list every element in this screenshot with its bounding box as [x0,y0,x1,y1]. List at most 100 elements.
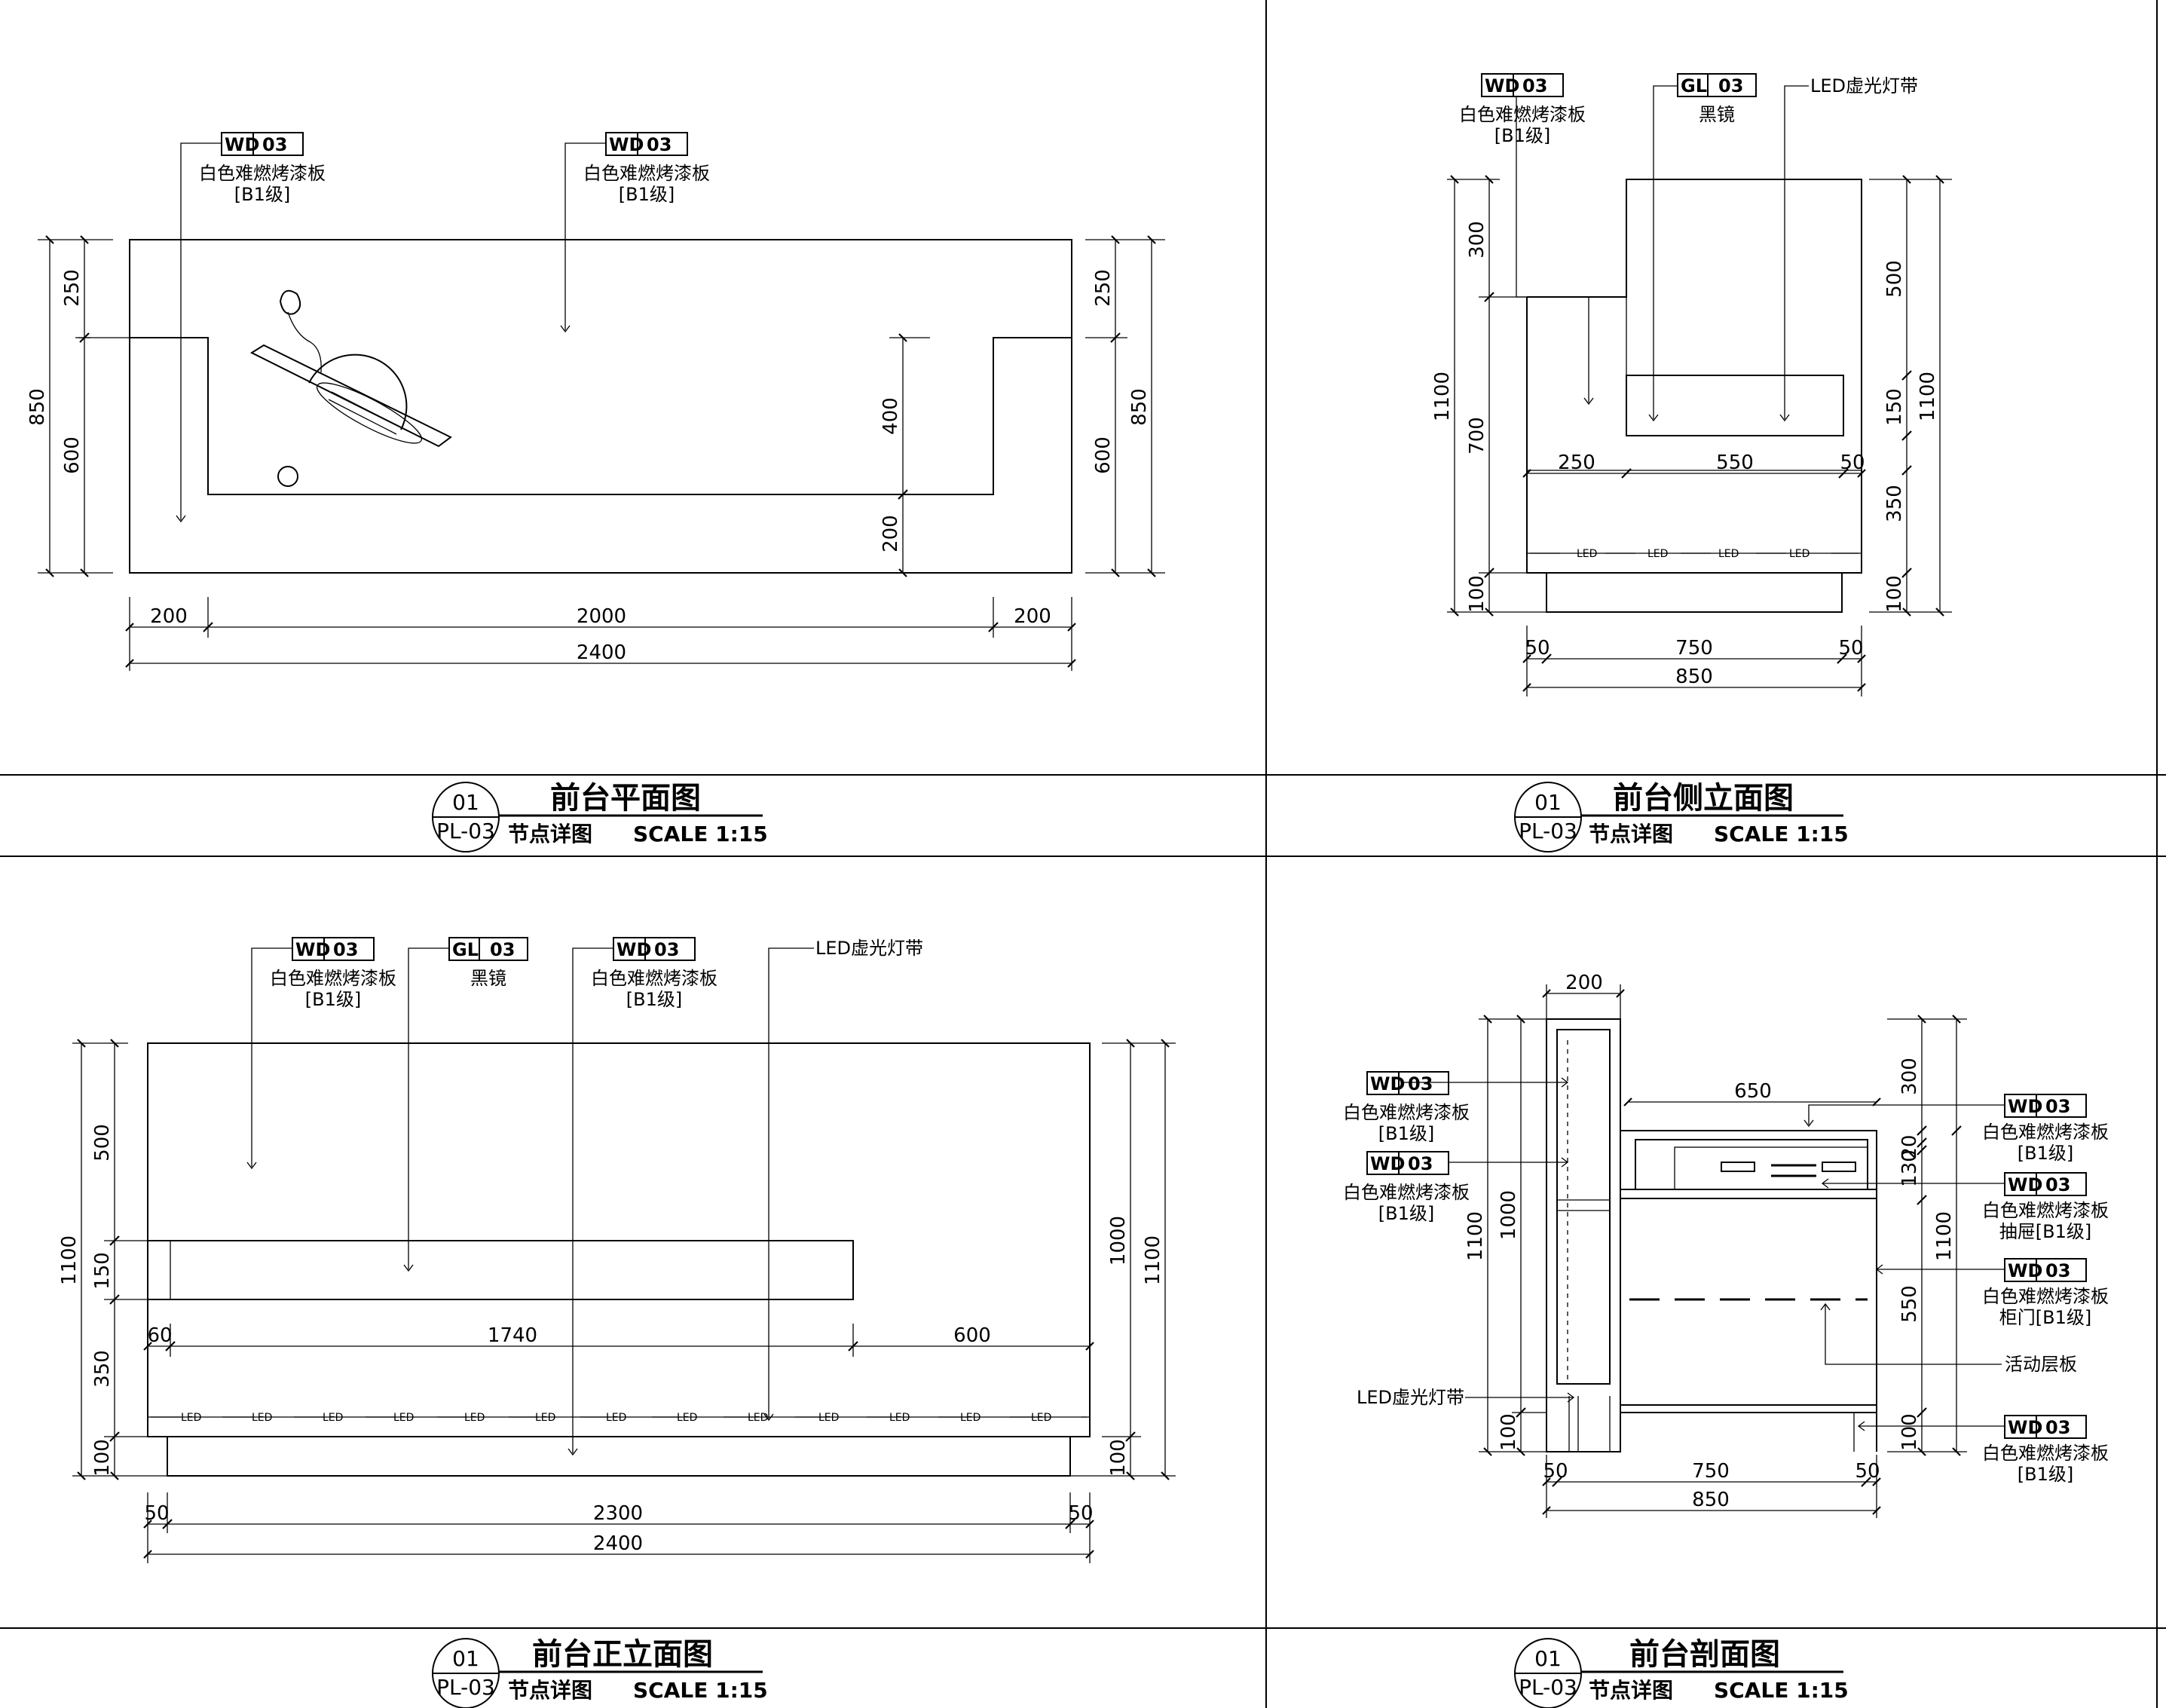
front-tag-2: GL 03 黑镜 [403,937,528,1272]
sheet-ref: PL-03 [436,819,495,843]
section-left-tag-2: WD 03 白色难燃烤漆板 [B1级] [1343,1151,1569,1224]
dim-1100: 1100 [1933,1211,1956,1261]
view-title: 前台剖面图 [1629,1637,1780,1672]
led-strip-label: LED虚光灯带 [1810,75,1918,96]
tag-number: 03 [333,939,358,960]
tag-material: 黑镜 [1699,104,1735,125]
dim-200: 200 [1014,605,1051,628]
tag-number: 03 [262,134,287,155]
dim-1100: 1100 [1917,372,1939,421]
side-led-callout: LED虚光灯带 [1779,75,1918,422]
dim-850: 850 [26,388,49,426]
tag-grade: [B1级] [619,184,675,205]
view-subtitle: 节点详图 [1589,1678,1673,1703]
dim-1740: 1740 [488,1324,537,1347]
section-led-callout: LED虚光灯带 [1357,1387,1575,1408]
dim-2400: 2400 [593,1532,643,1555]
dim-1000: 1000 [1498,1190,1520,1240]
tag-code: WD [1370,1073,1405,1094]
dim-50: 50 [1838,637,1863,660]
view-subtitle: 节点详图 [1589,822,1673,846]
dim-600: 600 [61,436,84,474]
dim-50: 50 [1840,451,1865,474]
view-scale: SCALE 1:15 [1714,1678,1849,1703]
tag-code: WD [225,134,259,155]
tag-material: 白色难燃烤漆板 [1982,1122,2109,1143]
led-label: LED [1647,548,1668,560]
sheet-ref: PL-03 [1519,819,1577,843]
dim-100: 100 [1883,575,1906,613]
dim-750: 750 [1692,1460,1730,1483]
view-scale: SCALE 1:15 [633,822,768,846]
tag-code: WD [2008,1417,2042,1438]
side-led-row: LED LED LED LED [1530,548,1859,560]
side-outline [1526,179,1862,613]
tag-grade: [B1级] [234,184,290,205]
dim-50: 50 [1525,637,1550,660]
led-label: LED [1577,548,1597,560]
plan-dimensions: 850 250 600 250 600 850 400 200 [26,235,1165,671]
view-number: 01 [1534,1646,1562,1671]
tag-number: 03 [2045,1260,2070,1281]
tag-grade: [B1级] [1494,125,1550,146]
tag-code: WD [2008,1174,2042,1195]
dim-600: 600 [1092,436,1115,474]
dim-2400: 2400 [577,641,626,664]
front-led-row: LED LED LED LED LED LED LED LED LED LED … [151,1412,1087,1424]
tag-grade: [B1级] [2018,1143,2073,1164]
plan-title-block: 01 PL-03 前台平面图 节点详图 SCALE 1:15 [432,781,768,852]
dim-50: 50 [1855,1460,1880,1483]
led-label: LED [1031,1412,1051,1424]
dim-150: 150 [91,1252,114,1290]
front-outline [147,1042,1091,1477]
section-view: WD 03 白色难燃烤漆板 [B1级] WD 03 白色难燃烤漆板 [B1级] … [1343,972,2109,1708]
side-tag-2: GL 03 黑镜 [1648,73,1757,422]
dim-130: 130 [1898,1149,1921,1187]
side-dimensions: 1100 300 700 100 500 150 350 100 1100 25… [1431,175,1952,696]
tag-code: WD [2008,1260,2042,1281]
side-elevation-view: LED LED LED LED WD 03 白色难燃烤漆板 [B1级] GL 0… [1431,73,1952,852]
led-label: LED [889,1412,910,1424]
led-label: LED [606,1412,626,1424]
dim-100: 100 [91,1439,114,1477]
dim-400: 400 [880,397,902,435]
front-title-block: 01 PL-03 前台正立面图 节点详图 SCALE 1:15 [432,1637,768,1708]
section-left-tag-1: WD 03 白色难燃烤漆板 [B1级] [1343,1071,1569,1144]
dim-100: 100 [1107,1439,1130,1477]
led-strip-label: LED虚光灯带 [1357,1387,1464,1408]
tag-code: WD [1370,1153,1405,1174]
dim-850: 850 [1128,388,1151,426]
dim-550: 550 [1716,451,1754,474]
section-title-block: 01 PL-03 前台剖面图 节点详图 SCALE 1:15 [1514,1637,1849,1708]
led-label: LED [960,1412,981,1424]
led-label: LED [464,1412,485,1424]
led-label: LED [818,1412,839,1424]
led-label: LED [252,1412,272,1424]
tag-number: 03 [2045,1174,2070,1195]
tag-number: 03 [490,939,515,960]
section-outline [1546,1018,1877,1452]
dim-1000: 1000 [1107,1216,1130,1266]
dim-250: 250 [1092,269,1115,307]
dim-50: 50 [1068,1502,1093,1525]
dim-1100: 1100 [1142,1235,1164,1285]
dim-850: 850 [1675,666,1713,688]
led-label: LED [323,1412,343,1424]
tag-material: 白色难燃烤漆板 [199,163,326,184]
dim-1100: 1100 [1464,1211,1487,1261]
monitor-symbol [249,289,452,487]
led-label: LED [393,1412,414,1424]
tag-material: 白色难燃烤漆板 [1343,1182,1470,1203]
dim-850: 850 [1692,1489,1730,1511]
tag-number: 03 [1408,1073,1433,1094]
section-shelf-label: 活动层板 [2005,1354,2077,1375]
view-title: 前台正立面图 [532,1637,713,1672]
tag-code: GL [1681,75,1707,96]
tag-material: 白色难燃烤漆板 [1343,1102,1470,1123]
dim-250: 250 [1558,451,1595,474]
dim-100: 100 [1498,1413,1520,1451]
dim-150: 150 [1883,388,1906,426]
plan-tag-1: WD 03 白色难燃烤漆板 [B1级] [176,132,326,523]
led-label: LED [1789,548,1810,560]
